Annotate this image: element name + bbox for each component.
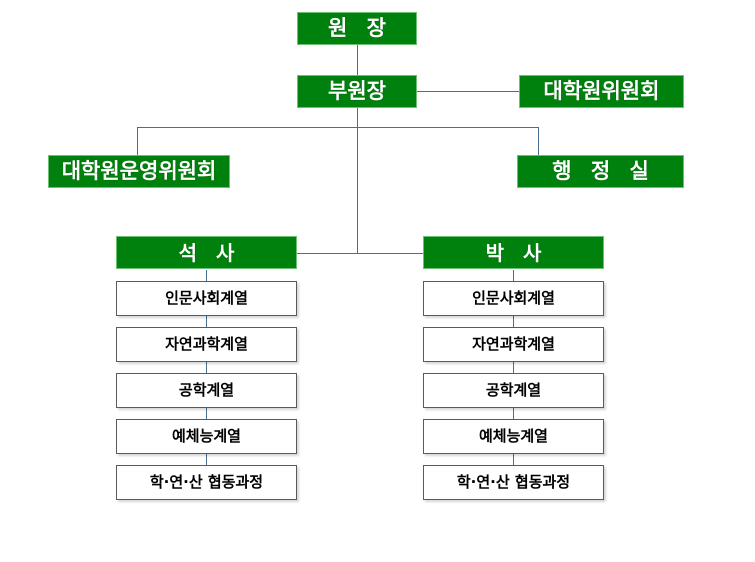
connector-doctoral-3 — [513, 408, 514, 419]
node-admin-office[interactable]: 행 정 실 — [517, 155, 684, 188]
node-director[interactable]: 원 장 — [297, 12, 417, 45]
connector-doctoral-0 — [513, 270, 514, 281]
connector-masters-doctoral-bar — [297, 253, 424, 254]
connector-masters-2 — [206, 362, 207, 373]
doctoral-program-box[interactable]: 자연과학계열 — [423, 327, 604, 362]
node-masters[interactable]: 석 사 — [116, 236, 297, 269]
node-operating-committee[interactable]: 대학원운영위원회 — [48, 155, 230, 188]
connector-vice-to-graduate-committee — [417, 91, 519, 92]
connector-doctoral-2 — [513, 362, 514, 373]
connector-branch-right-drop — [538, 127, 539, 155]
masters-program-box[interactable]: 예체능계열 — [116, 419, 297, 454]
node-vice-director[interactable]: 부원장 — [297, 75, 417, 108]
masters-program-box[interactable]: 인문사회계열 — [116, 281, 297, 316]
connector-branch-left-drop — [137, 127, 138, 155]
doctoral-program-box[interactable]: 인문사회계열 — [423, 281, 604, 316]
connector-masters-4 — [206, 454, 207, 465]
connector-branch-bar — [137, 127, 539, 128]
connector-masters-0 — [206, 270, 207, 281]
connector-masters-1 — [206, 316, 207, 327]
connector-doctoral-1 — [513, 316, 514, 327]
connector-vice-trunk — [357, 108, 358, 254]
node-graduate-committee[interactable]: 대학원위원회 — [519, 75, 684, 108]
connector-masters-3 — [206, 408, 207, 419]
doctoral-program-box[interactable]: 예체능계열 — [423, 419, 604, 454]
masters-program-box[interactable]: 공학계열 — [116, 373, 297, 408]
masters-program-box[interactable]: 학·연·산 협동과정 — [116, 465, 297, 500]
doctoral-program-box[interactable]: 공학계열 — [423, 373, 604, 408]
node-doctoral[interactable]: 박 사 — [423, 236, 604, 269]
connector-doctoral-4 — [513, 454, 514, 465]
doctoral-program-box[interactable]: 학·연·산 협동과정 — [423, 465, 604, 500]
masters-program-box[interactable]: 자연과학계열 — [116, 327, 297, 362]
connector-director-to-vice — [357, 45, 358, 75]
